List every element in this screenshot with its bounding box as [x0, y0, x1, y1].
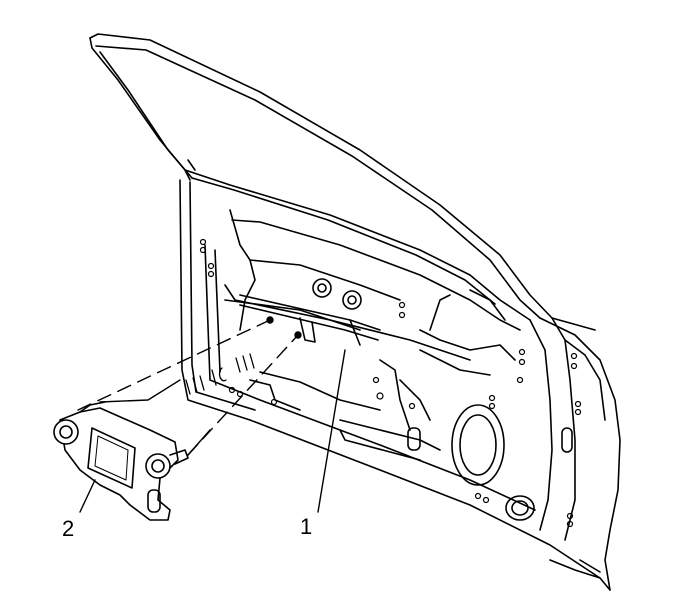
leader-lines	[79, 349, 346, 513]
rivet-marks	[199, 238, 582, 528]
leader-line-1	[317, 349, 346, 513]
window-frame	[89, 33, 596, 331]
hatch-marks	[185, 353, 255, 395]
reinforcement-bar	[239, 294, 381, 346]
access-holes	[312, 278, 573, 521]
alignment-offsets	[99, 316, 302, 456]
leader-line-2	[79, 479, 96, 513]
door-shell	[179, 179, 621, 591]
callout-label-2: 2	[62, 516, 75, 541]
side-impact-sensor	[53, 401, 189, 521]
callout-label-1: 1	[300, 514, 313, 539]
inner-panel	[204, 209, 536, 511]
